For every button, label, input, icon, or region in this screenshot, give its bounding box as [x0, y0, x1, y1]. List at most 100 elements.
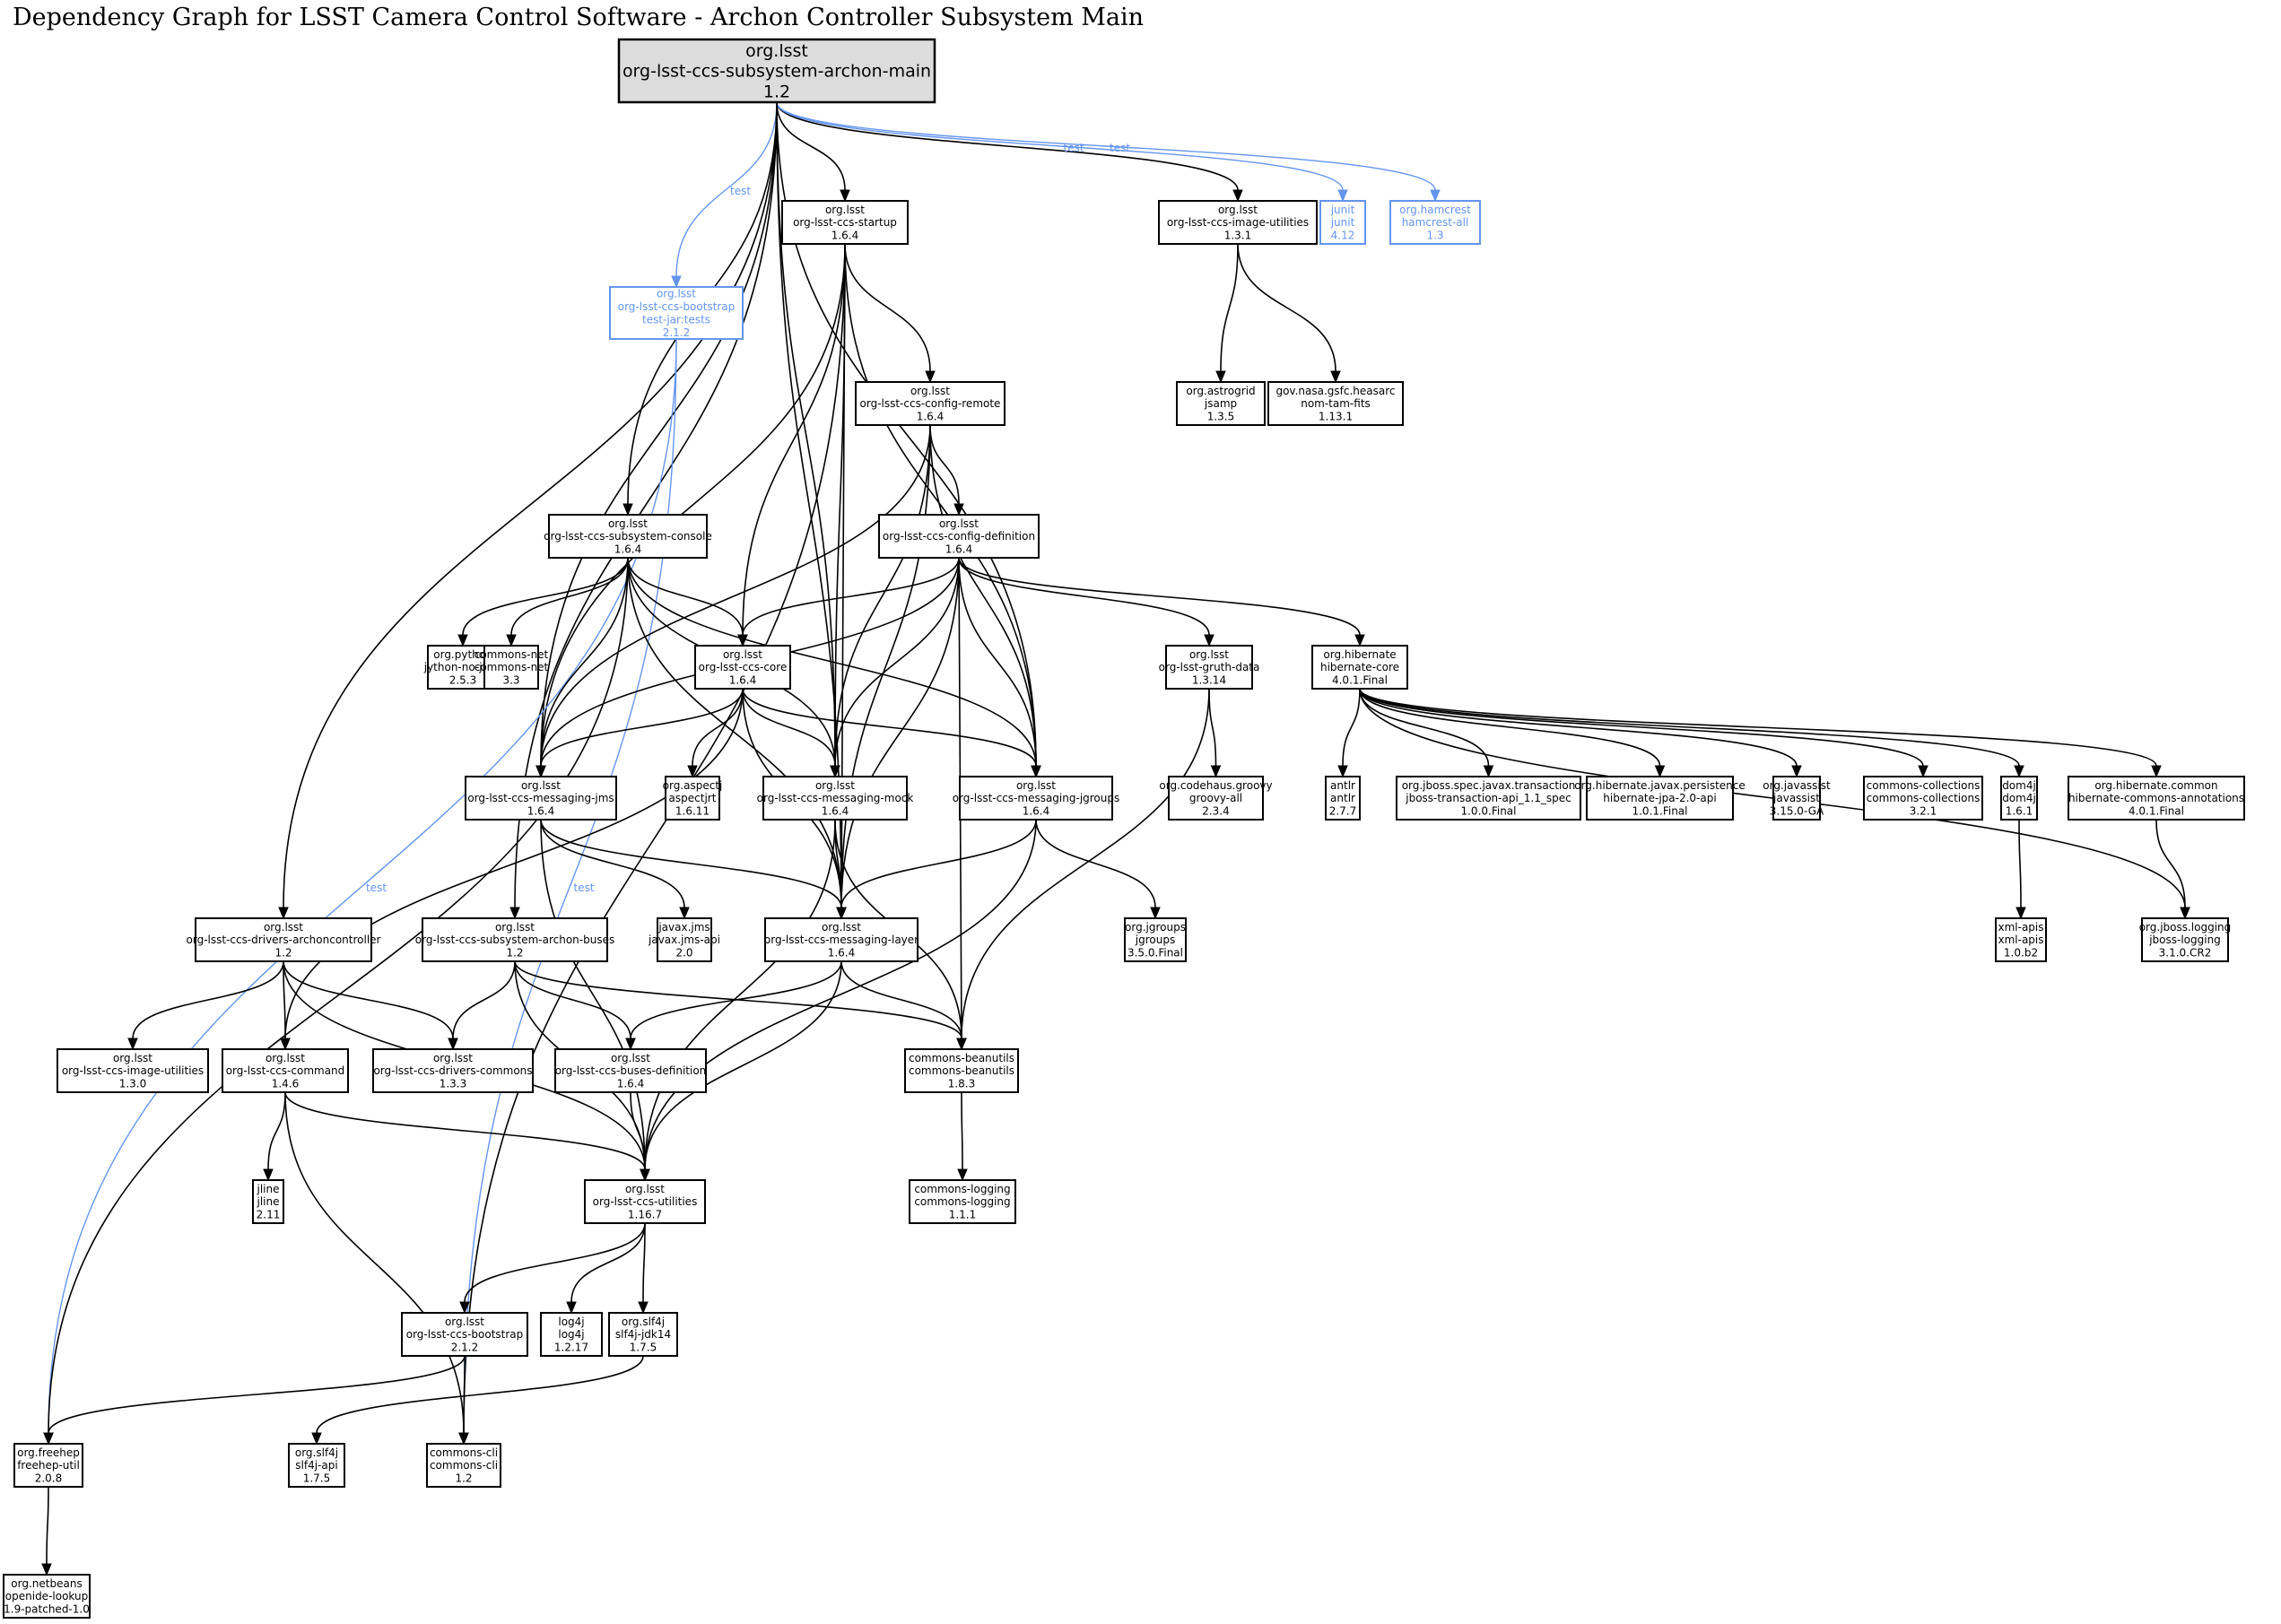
- node-box: [252, 1179, 284, 1224]
- node-artifact-id: hibernate-core: [1320, 661, 1399, 673]
- node-group-id: org.lsst: [611, 1052, 650, 1064]
- edge-line: [284, 1091, 465, 1434]
- node-box: [540, 1312, 603, 1357]
- node-group-id: org.lsst: [433, 1052, 473, 1064]
- node-artifact-id: commons-net: [474, 661, 549, 673]
- edge-hibcore-to-dom4j: [1359, 688, 2024, 778]
- node-version: 1.6.4: [828, 947, 856, 960]
- edge-line: [1237, 243, 1336, 372]
- node-artifact-id: org-lsst-ccs-messaging-jgroups: [953, 792, 1120, 804]
- node-version: 2.1.2: [451, 1342, 479, 1354]
- node-version: 1.6.4: [617, 1078, 645, 1090]
- edge-line: [776, 101, 1436, 191]
- arrowhead-icon: [1654, 765, 1666, 778]
- edge-line: [48, 1355, 466, 1434]
- node-version: 1.7.5: [303, 1472, 331, 1485]
- edge-line: [776, 101, 1239, 191]
- edge-msglayer-to-busesdef: [625, 960, 842, 1051]
- edge-console-to-cnet: [506, 557, 629, 647]
- node-group-id: org.hibernate.javax.persistence: [1574, 779, 1746, 792]
- arrowhead-icon: [311, 1432, 322, 1446]
- node-version: 4.0.1.Final: [2129, 805, 2184, 818]
- node-box: [1995, 917, 2047, 962]
- node-version: 4.12: [1331, 230, 1355, 242]
- edge-line: [958, 557, 1361, 636]
- edge-line: [463, 243, 846, 1434]
- node-group-id: org.lsst: [657, 288, 696, 300]
- node-group-id: org.lsst: [521, 779, 561, 792]
- arrowhead-icon: [280, 1038, 291, 1051]
- edge-archonbuses-to-beanutils: [514, 960, 967, 1051]
- edge-cfgdef-to-gruth: [958, 557, 1215, 647]
- edge-line: [844, 243, 1037, 767]
- edge-line: [283, 960, 454, 1039]
- edge-line: [510, 557, 629, 636]
- edge-utilities-to-log4j: [566, 1222, 646, 1315]
- edge-freehep-to-openide: [41, 1486, 52, 1576]
- node-group-id: org.jgroups: [1125, 921, 1186, 934]
- node-version: 2.5.3: [449, 674, 477, 687]
- node-group-id: javax.jms: [657, 921, 710, 934]
- edge-cfgremote-to-msgjgroups: [929, 424, 1041, 778]
- node-box: [1311, 645, 1408, 690]
- node-version: 1.6.4: [527, 805, 555, 818]
- edge-line: [1359, 688, 2020, 767]
- edge-cfgremote-to-msglayer: [836, 424, 931, 920]
- arrowhead-icon: [957, 1168, 968, 1182]
- edge-bootstrap-to-ccli: [458, 1355, 469, 1446]
- node-version: 1.7.5: [630, 1342, 657, 1354]
- node-artifact-id: groovy-all: [1189, 792, 1242, 804]
- node-artifact-id: freehep-util: [17, 1459, 80, 1472]
- arrowhead-icon: [840, 189, 850, 203]
- edge-driversarchon-to-drvcommons: [283, 960, 458, 1051]
- node-openide: org.netbeansopenide-lookup1.9-patched-1.…: [3, 1574, 91, 1619]
- node-version: 3.1.0.CR2: [2159, 947, 2212, 960]
- node-group-id: org.lsst: [1218, 204, 1258, 216]
- edge-line: [675, 101, 778, 277]
- node-group-id: commons-beanutils: [909, 1052, 1014, 1064]
- edge-line: [452, 960, 516, 1039]
- node-box: [1319, 200, 1366, 245]
- edge-core-to-msgjms: [535, 688, 744, 778]
- edge-beanutils-to-clogging: [957, 1091, 968, 1182]
- node-version: 1.13.1: [1319, 411, 1353, 423]
- edge-utilities-to-slf4jjdk: [638, 1222, 649, 1315]
- node-box: [548, 514, 708, 559]
- node-hibann: org.hibernate.commonhibernate-commons-an…: [2068, 776, 2245, 821]
- node-version: 1.1.1: [949, 1209, 977, 1221]
- edge-hibcore-to-jbosstx: [1359, 688, 1494, 778]
- node-version: 1.6.11: [675, 805, 710, 818]
- edge-msgjgroups-to-msglayer: [836, 819, 1037, 920]
- arrowhead-icon: [1791, 765, 1802, 778]
- edge-gruth-to-groovy: [1208, 688, 1222, 778]
- edge-line: [627, 557, 842, 908]
- edge-line: [1220, 243, 1239, 372]
- arrowhead-icon: [506, 634, 517, 647]
- arrowhead-icon: [737, 634, 748, 647]
- arrowhead-icon: [956, 1038, 967, 1051]
- edge-line: [2155, 819, 2186, 908]
- arrowhead-icon: [671, 275, 682, 289]
- edge-main-to-driversarchon: [278, 101, 778, 920]
- edge-main-to-junit: test: [776, 101, 1348, 203]
- node-group-id: org.hibernate: [1323, 648, 1396, 661]
- node-main: org.lsstorg-lsst-ccs-subsystem-archon-ma…: [617, 38, 936, 104]
- edge-msgjms-to-msglayer: [540, 819, 847, 920]
- node-artifact-id: org-lsst-ccs-image-utilities: [1167, 216, 1309, 229]
- edge-line: [1208, 688, 1217, 767]
- node-version: 3.15.0-GA: [1770, 805, 1824, 818]
- node-box: [2000, 776, 2038, 821]
- edge-line: [1359, 688, 1798, 767]
- node-box: [1396, 776, 1581, 821]
- edge-hibcore-to-antlr: [1337, 688, 1361, 778]
- edge-console-to-msglayer: [627, 557, 847, 920]
- node-artifact-id: test-jar:tests: [642, 313, 710, 326]
- node-artifact-id: org-lsst-ccs-core: [699, 661, 788, 673]
- node-version: 3.2.1: [1910, 805, 1937, 818]
- node-version: 2.1.2: [663, 326, 691, 339]
